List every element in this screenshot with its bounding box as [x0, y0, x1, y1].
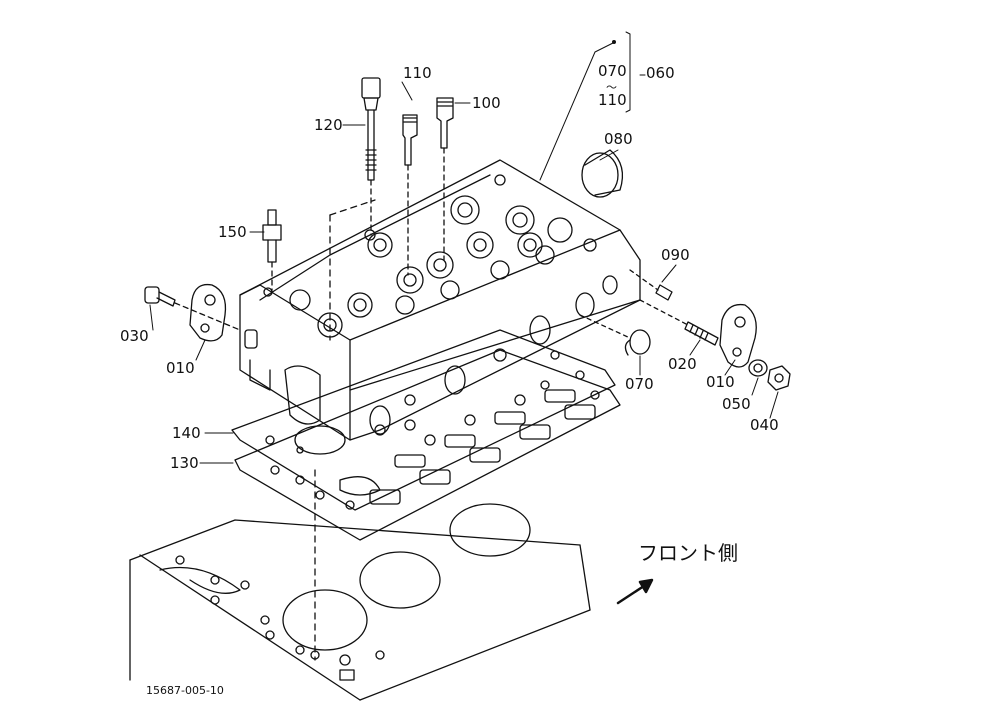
label-040: 040	[750, 416, 779, 434]
label-010-right: 010	[706, 373, 735, 391]
gasket-140	[231, 329, 616, 511]
bracket-010-left	[189, 283, 227, 342]
label-130: 130	[170, 454, 199, 472]
label-090: 090	[661, 246, 690, 264]
plug-090	[629, 269, 673, 301]
stud-020	[639, 299, 719, 346]
label-080: 080	[604, 130, 633, 148]
gasket-130	[234, 349, 621, 541]
label-030: 030	[120, 327, 149, 345]
label-150: 150	[218, 223, 247, 241]
valve-guide-100	[436, 97, 454, 261]
range-tilde: 〜	[606, 81, 617, 94]
label-140: 140	[172, 424, 201, 442]
glow-plug-150	[262, 209, 282, 291]
label-070: 070	[625, 375, 654, 393]
drawing-number: 15687-005-10	[146, 684, 224, 697]
label-120: 120	[314, 116, 343, 134]
label-100: 100	[472, 94, 501, 112]
label-010-left: 010	[166, 359, 195, 377]
reference-dot	[612, 40, 616, 44]
bolt-030	[144, 286, 241, 331]
label-070-group: 070	[598, 62, 627, 80]
seal-070	[579, 314, 651, 356]
engine-block	[129, 503, 591, 701]
valve-guide-110	[402, 114, 418, 276]
label-110-group: 110	[598, 91, 627, 109]
label-110: 110	[403, 64, 432, 82]
leader-lines	[149, 31, 779, 464]
label-020: 020	[668, 355, 697, 373]
label-060: 060	[646, 64, 675, 82]
label-050: 050	[722, 395, 751, 413]
nut-040	[767, 365, 791, 391]
front-side-label: フロント側	[638, 541, 738, 565]
cap-080	[581, 149, 624, 198]
bracket-010-right	[719, 303, 757, 368]
cylinder-head	[239, 159, 641, 441]
front-direction-arrow	[616, 578, 654, 605]
washer-050	[748, 359, 768, 377]
bolt-120	[361, 77, 381, 236]
